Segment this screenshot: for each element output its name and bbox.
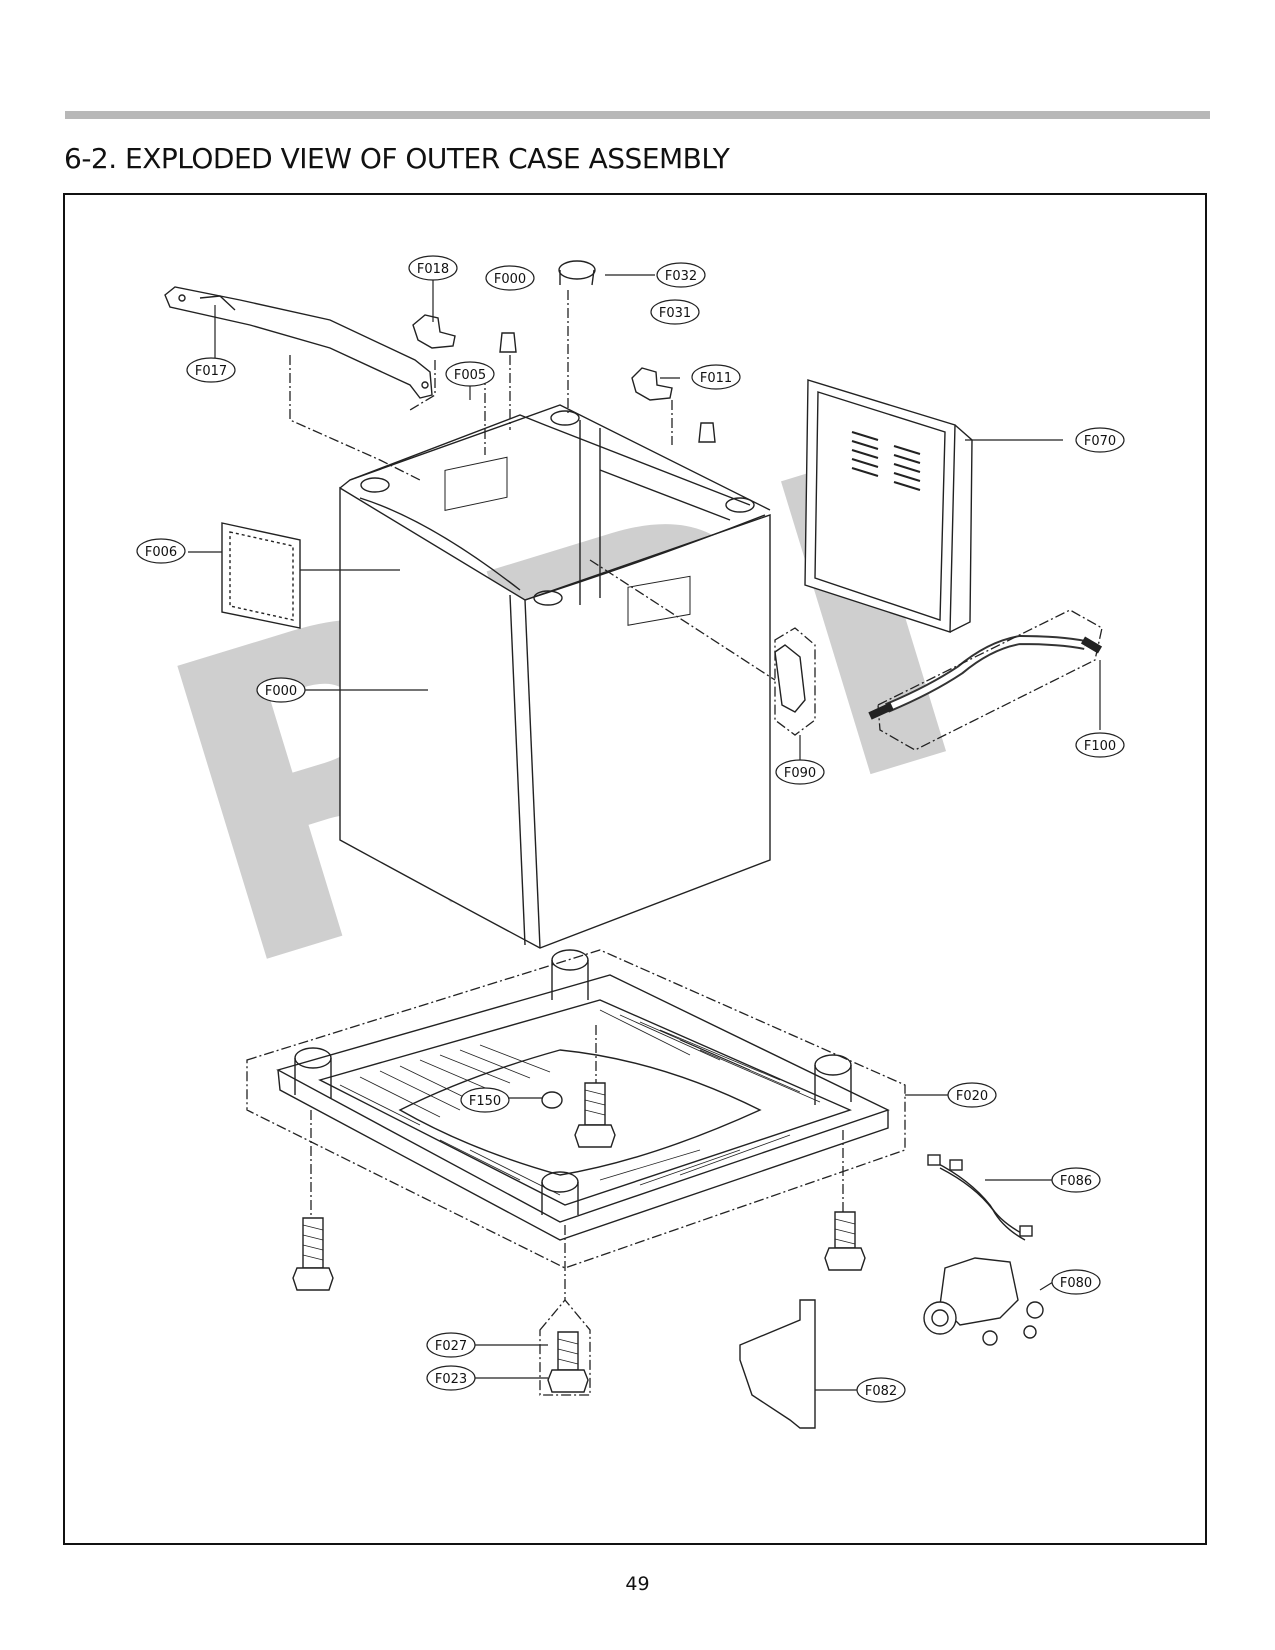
- svg-text:F086: F086: [1060, 1174, 1092, 1189]
- callout-F017: F017: [186, 357, 236, 383]
- callout-F082: F082: [856, 1377, 906, 1403]
- svg-text:F017: F017: [195, 364, 227, 379]
- clamp-part: [558, 260, 596, 286]
- svg-text:F070: F070: [1084, 434, 1116, 449]
- svg-text:F090: F090: [784, 766, 816, 781]
- diagram-frame: [63, 193, 1207, 1545]
- leveling-leg-parts: [292, 1082, 866, 1393]
- svg-text:F100: F100: [1084, 739, 1116, 754]
- base-group-outline: [246, 949, 906, 1269]
- svg-text:F018: F018: [417, 262, 449, 277]
- svg-text:F031: F031: [659, 306, 691, 321]
- cabinet-part: [339, 404, 771, 949]
- callout-F070: F070: [1075, 427, 1125, 453]
- svg-text:F032: F032: [665, 269, 697, 284]
- page-title: 6-2. EXPLODED VIEW OF OUTER CASE ASSEMBL…: [64, 142, 730, 175]
- svg-text:F006: F006: [145, 545, 177, 560]
- page-number: 49: [625, 1573, 650, 1595]
- drain-pump-part: [923, 1257, 1044, 1346]
- drain-plug-part: [541, 1091, 563, 1109]
- svg-text:F023: F023: [435, 1372, 467, 1387]
- hinge-part-left: [412, 314, 456, 349]
- svg-text:F080: F080: [1060, 1276, 1092, 1291]
- switch-group-outline: [774, 627, 816, 736]
- foot-group-outline: [539, 1298, 591, 1396]
- callout-F031: F031: [650, 299, 700, 325]
- callout-F080: F080: [1051, 1269, 1101, 1295]
- svg-text:F082: F082: [865, 1384, 897, 1399]
- svg-text:F150: F150: [469, 1094, 501, 1109]
- svg-text:F027: F027: [435, 1339, 467, 1354]
- callout-F006: F006: [136, 538, 186, 564]
- bracket-part: [739, 1299, 816, 1429]
- callout-F032: F032: [656, 262, 706, 288]
- callout-F000-top: F000: [485, 265, 535, 291]
- callout-F086: F086: [1051, 1167, 1101, 1193]
- cover-plate-part: [221, 522, 301, 629]
- callout-F000-cabinet: F000: [256, 677, 306, 703]
- callout-F020: F020: [947, 1082, 997, 1108]
- header-rule: [65, 111, 1210, 119]
- callout-F090: F090: [775, 759, 825, 785]
- callout-F011: F011: [691, 364, 741, 390]
- svg-text:F005: F005: [454, 368, 486, 383]
- base-frame-part: [276, 949, 890, 1241]
- top-rail-part: [164, 286, 433, 399]
- svg-text:F011: F011: [700, 371, 732, 386]
- lid-switch-part: [774, 644, 806, 713]
- hose-group-outline: [877, 609, 1103, 751]
- callout-F023: F023: [426, 1365, 476, 1391]
- callout-F100: F100: [1075, 732, 1125, 758]
- bushing-part: [499, 332, 716, 443]
- wire-harness-part: [927, 1154, 1033, 1241]
- svg-text:F000: F000: [265, 684, 297, 699]
- svg-text:F000: F000: [494, 272, 526, 287]
- svg-text:F020: F020: [956, 1089, 988, 1104]
- callout-F005: F005: [445, 361, 495, 387]
- callout-F150: F150: [460, 1087, 510, 1113]
- rail-leader: [289, 355, 421, 481]
- callout-F027: F027: [426, 1332, 476, 1358]
- callout-F018: F018: [408, 255, 458, 281]
- hinge-part-right: [631, 367, 673, 401]
- rear-panel-part: [804, 379, 973, 633]
